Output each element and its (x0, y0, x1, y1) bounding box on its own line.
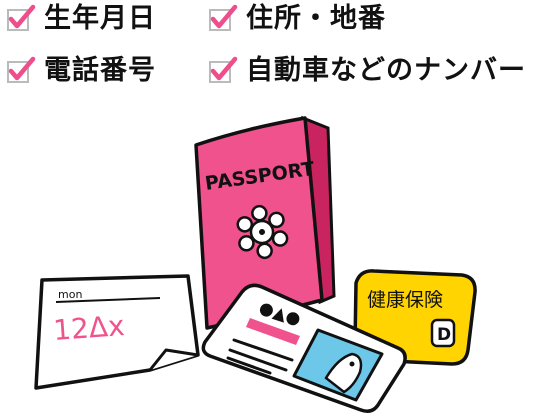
checklist-label: 住所・地番 (246, 3, 386, 34)
checkbox-checked-icon (6, 4, 36, 34)
checkbox-checked-icon (6, 56, 36, 86)
license-card-icon: ●▲● (201, 283, 407, 413)
checkbox-checked-icon (208, 56, 238, 86)
checklist-item-birthdate: 生年月日 (6, 2, 156, 36)
checkbox-checked-icon (208, 4, 238, 34)
passport-emblem-icon (236, 204, 289, 260)
memo-note-text: 12Δx (52, 309, 125, 347)
checklist-item-license-plate: 自動車などのナンバー (208, 54, 526, 88)
checklist-label: 電話番号 (44, 55, 156, 86)
checklist-label: 生年月日 (44, 3, 156, 34)
memo-note-icon: mon 12Δx (34, 274, 200, 390)
insurance-card-text: 健康保険 (367, 289, 443, 311)
passport-icon: PASSPORT (194, 115, 336, 330)
memo-note-header: mon (58, 288, 82, 301)
checklist-item-address: 住所・地番 (208, 2, 386, 36)
checklist-label: 自動車などのナンバー (246, 55, 526, 86)
insurance-card-letter: D (437, 325, 451, 345)
checklist-item-phone: 電話番号 (6, 54, 156, 88)
